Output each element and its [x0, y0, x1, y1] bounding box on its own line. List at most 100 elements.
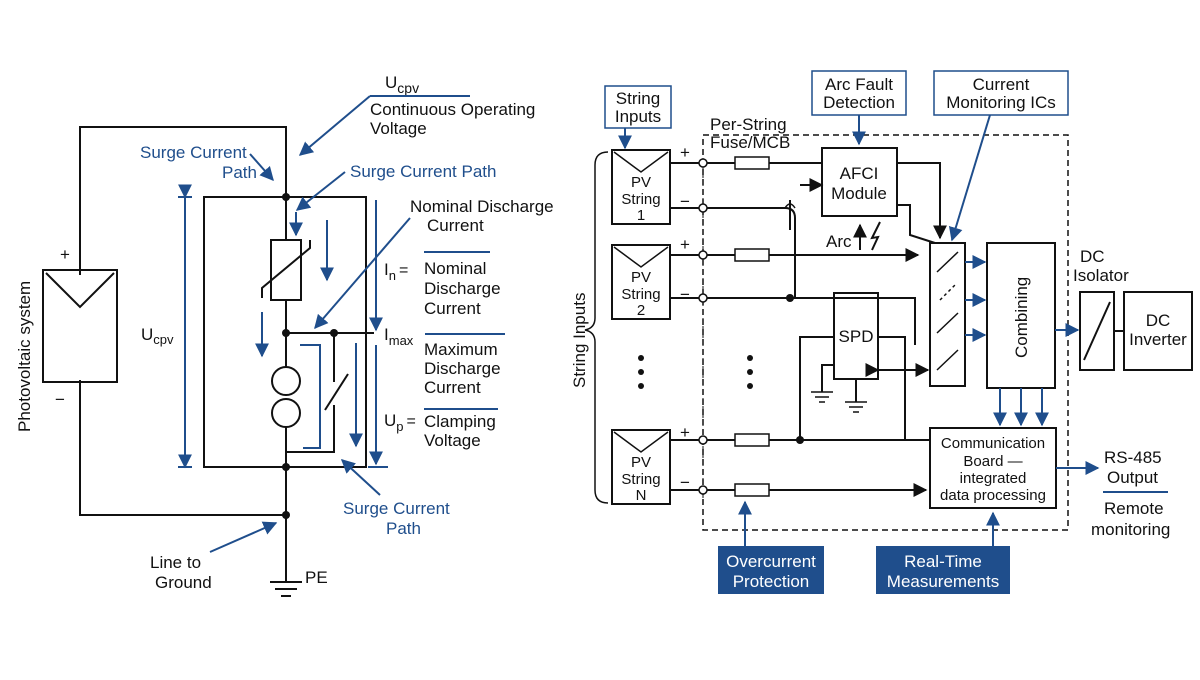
spd-ground-1: [811, 391, 833, 403]
afci-module: [821, 147, 898, 217]
fuse-n-minus: [734, 483, 770, 497]
arc-label: Arc: [826, 232, 852, 251]
fuse-1: [734, 156, 770, 170]
overcurrent-label-a: Overcurrent: [726, 552, 816, 571]
ucpv-top-desc-2: Voltage: [370, 119, 427, 138]
remote-label-b: monitoring: [1091, 520, 1170, 539]
realtime-label-a: Real-Time: [904, 552, 982, 571]
svg-text:PV: PV: [631, 269, 651, 286]
string-inputs-side-label: String Inputs: [570, 293, 589, 388]
positive-wire: [79, 126, 287, 275]
string-inputs-box-a: String: [616, 89, 660, 108]
imax-desc-2: Discharge: [424, 359, 501, 378]
ground-symbol: [270, 581, 302, 597]
s1-plus: +: [680, 143, 690, 162]
string-inputs-callout: [604, 85, 672, 129]
surge-path-1-arrow: [249, 153, 274, 182]
surge-path-3-label-b: Path: [386, 519, 421, 538]
ucpv-left-label: Ucpv: [141, 325, 174, 347]
pv-plus-sign: +: [60, 245, 70, 264]
svg-text:String: String: [621, 191, 660, 208]
in-desc-2: Discharge: [424, 279, 501, 298]
svg-text:PV: PV: [631, 454, 651, 471]
svg-text:1: 1: [637, 207, 645, 224]
surge-path-2-arrow: [295, 171, 346, 211]
surge-path-2-label: Surge Current Path: [350, 162, 496, 181]
in-label: In=: [384, 260, 408, 283]
dc-inverter-label-a: DC: [1146, 311, 1171, 330]
rs485-label-b: Output: [1107, 468, 1158, 487]
up-desc-1: Clamping: [424, 412, 496, 431]
arc-fault-label-b: Detection: [823, 93, 895, 112]
node-mid: [282, 329, 290, 337]
surge-path-3-label-a: Surge Current: [343, 499, 450, 518]
s1-minus: −: [680, 192, 690, 211]
nominal-discharge-label-b: Current: [427, 216, 484, 235]
line-to-ground-a: Line to: [150, 553, 201, 572]
dc-inverter-label-b: Inverter: [1129, 330, 1187, 349]
rs485-label-a: RS-485: [1104, 448, 1162, 467]
node-top: [282, 193, 290, 201]
current-monitoring-callout: [933, 70, 1069, 116]
dc-isolator-label-b: Isolator: [1073, 266, 1129, 285]
mov-symbol: [261, 239, 311, 301]
switch-lower-lead: [286, 405, 335, 453]
string-inputs-brace: [584, 151, 609, 504]
negative-wire: [79, 380, 286, 516]
s2-plus: +: [680, 235, 690, 254]
pv-minus-sign: −: [55, 390, 65, 409]
combiner-box-diagram: String Inputs String Inputs PV String 1 …: [570, 70, 1193, 594]
afci-label-b: Module: [831, 184, 887, 203]
overcurrent-callout: [718, 546, 824, 594]
dc-isolator-label-a: DC: [1080, 247, 1105, 266]
node-bottom: [282, 463, 290, 471]
nominal-discharge-arrow: [314, 217, 411, 330]
up-label: Up=: [384, 411, 416, 434]
imax-desc-1: Maximum: [424, 340, 498, 359]
in-desc-1: Nominal: [424, 259, 486, 278]
svg-text:N: N: [636, 487, 647, 504]
pv-string-n: PV String N: [611, 429, 671, 505]
up-desc-2: Voltage: [424, 431, 481, 450]
arc-fault-label-a: Arc Fault: [825, 75, 893, 94]
fuse-label-b: Fuse/MCB: [710, 133, 790, 152]
comm-label-c: integrated: [960, 470, 1027, 487]
current-mon-label-b: Monitoring ICs: [946, 93, 1056, 112]
combining-label: Combining: [1012, 277, 1031, 358]
arc-fault-callout: [811, 70, 907, 116]
realtime-label-b: Measurements: [887, 572, 999, 591]
surge-path-1-label-a: Surge Current: [140, 143, 247, 162]
ucpv-top-desc-1: Continuous Operating: [370, 100, 535, 119]
nominal-discharge-label-a: Nominal Discharge: [410, 197, 554, 216]
node-branch: [330, 329, 338, 337]
gdt-symbol: [271, 366, 301, 428]
spd-circuit-diagram: + − Photovoltaic system: [15, 73, 554, 597]
pv-string-1: PV String 1: [611, 149, 671, 225]
current-monitor-block: [929, 242, 966, 387]
pe-label: PE: [305, 568, 328, 587]
svg-text:PV: PV: [631, 174, 651, 191]
pv-panel-symbol: [42, 269, 118, 383]
spd-ground-2: [845, 401, 867, 413]
in-desc-3: Current: [424, 299, 481, 318]
spd-label: SPD: [839, 327, 874, 346]
imax-label: Imax: [384, 325, 414, 348]
svg-text:2: 2: [637, 302, 645, 319]
comm-label-d: data processing: [940, 487, 1046, 504]
comm-label-b: Board —: [963, 453, 1022, 470]
ucpv-top-arrow: [298, 95, 371, 156]
current-mon-label-a: Current: [973, 75, 1030, 94]
monitor-switches: [936, 251, 959, 371]
fuse-label-a: Per-String: [710, 115, 787, 134]
line-to-ground-arrow: [209, 521, 278, 553]
ucpv-top-label: Ucpv: [385, 73, 419, 96]
afci-label-a: AFCI: [840, 164, 879, 183]
svg-text:String: String: [621, 286, 660, 303]
string-inputs-box-b: Inputs: [615, 107, 661, 126]
overcurrent-label-b: Protection: [733, 572, 810, 591]
surge-path-1-label-b: Path: [222, 163, 257, 182]
dc-inverter: [1123, 291, 1193, 371]
remote-label-a: Remote: [1104, 499, 1164, 518]
